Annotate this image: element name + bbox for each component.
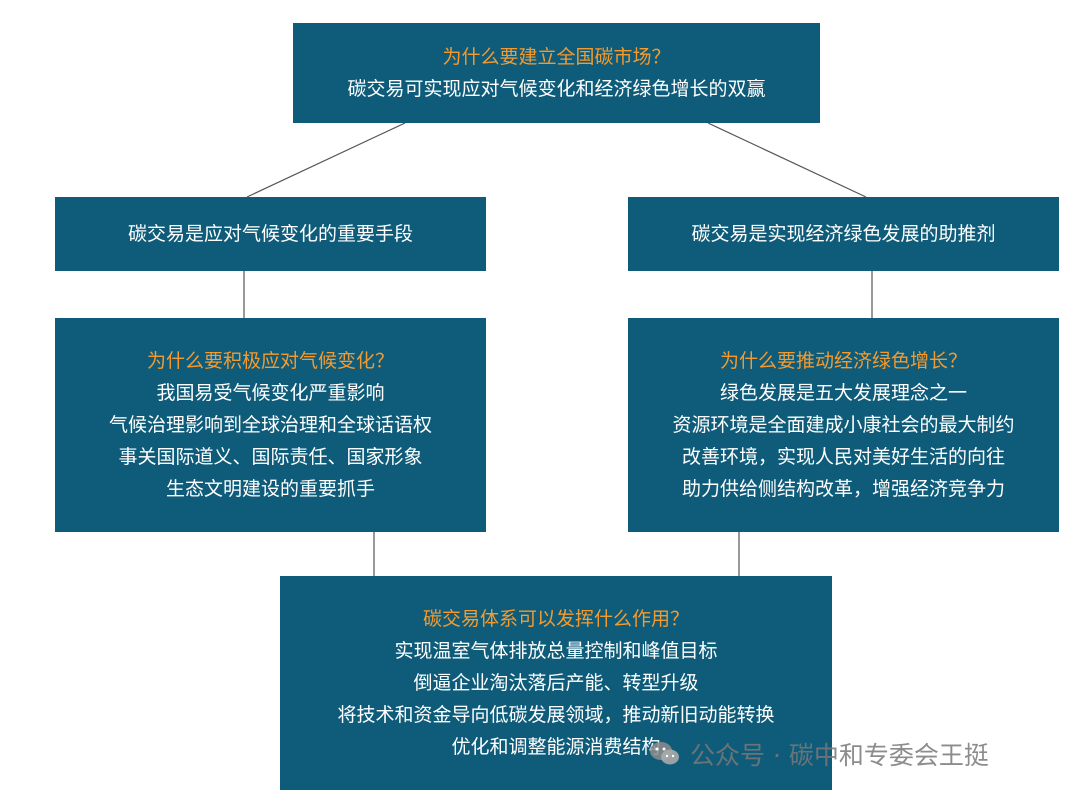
left-question-line-4: 生态文明建设的重要抓手 — [165, 478, 375, 500]
watermark: 公众号 · 碳中和专委会王挺 — [648, 734, 989, 774]
right-question-line-2: 资源环境是全面建成小康社会的最大制约 — [672, 414, 1015, 436]
bottom-line-1: 实现温室气体排放总量控制和峰值目标 — [394, 640, 718, 662]
bottom-line-2: 倒逼企业淘汰落后产能、转型升级 — [413, 672, 699, 694]
connector-top-right — [707, 122, 867, 198]
left-question-title: 为什么要积极应对气候变化？ — [146, 350, 394, 372]
right-question-line-3: 改善环境，实现人民对美好生活的向往 — [681, 446, 1005, 468]
right-question-title: 为什么要推动经济绿色增长？ — [719, 350, 967, 372]
green-growth-booster-box: 碳交易是实现经济绿色发展的助推剂 — [628, 197, 1059, 271]
right-question-line-4: 助力供给侧结构改革，增强经济竞争力 — [681, 478, 1005, 500]
green-growth-question-box: 为什么要推动经济绿色增长？ 绿色发展是五大发展理念之一 资源环境是全面建成小康社… — [628, 318, 1059, 532]
left-question-line-2: 气候治理影响到全球治理和全球话语权 — [108, 414, 432, 436]
left-question-line-3: 事关国际道义、国际责任、国家形象 — [118, 446, 423, 468]
climate-question-box: 为什么要积极应对气候变化？ 我国易受气候变化严重影响 气候治理影响到全球治理和全… — [55, 318, 486, 532]
top-question: 为什么要建立全国碳市场？ — [442, 46, 671, 68]
right-question-line-1: 绿色发展是五大发展理念之一 — [719, 382, 967, 404]
right-text: 碳交易是实现经济绿色发展的助推剂 — [691, 223, 996, 245]
national-carbon-market-box: 为什么要建立全国碳市场？ 碳交易可实现应对气候变化和经济绿色增长的双赢 — [293, 23, 820, 123]
bottom-line-3: 将技术和资金导向低碳发展领域，推动新旧动能转换 — [337, 704, 775, 726]
bottom-line-4: 优化和调整能源消费结构 — [451, 736, 661, 758]
watermark-text: 公众号 · 碳中和专委会王挺 — [690, 741, 989, 770]
left-text: 碳交易是应对气候变化的重要手段 — [127, 223, 413, 245]
trading-system-role-box: 碳交易体系可以发挥什么作用？ 实现温室气体排放总量控制和峰值目标 倒逼企业淘汰落… — [280, 576, 832, 790]
bottom-question-title: 碳交易体系可以发挥什么作用？ — [422, 608, 689, 630]
climate-means-box: 碳交易是应对气候变化的重要手段 — [55, 197, 486, 271]
connector-top-left — [246, 122, 406, 198]
top-line-1: 碳交易可实现应对气候变化和经济绿色增长的双赢 — [347, 78, 766, 100]
left-question-line-1: 我国易受气候变化严重影响 — [156, 382, 385, 404]
wechat-icon — [650, 742, 679, 765]
